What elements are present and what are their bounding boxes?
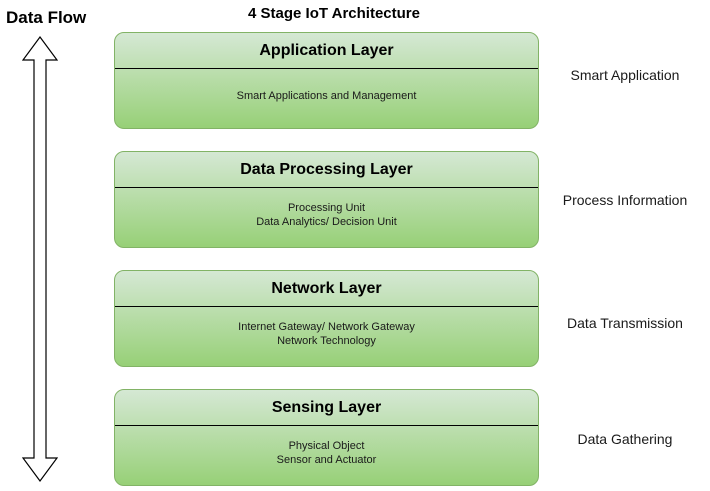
stage-label-smart-application: Smart Application — [570, 67, 680, 83]
layer-details: Smart Applications and Management — [115, 69, 538, 128]
layer-detail-line: Network Technology — [277, 334, 376, 347]
layer-detail-line: Physical Object — [288, 439, 365, 452]
layer-details: Physical Object Sensor and Actuator — [115, 426, 538, 485]
data-flow-label: Data Flow — [6, 8, 87, 27]
layer-detail-line: Smart Applications and Management — [236, 89, 417, 102]
layer-box-sensing: Sensing Layer Physical Object Sensor and… — [114, 389, 539, 486]
layer-title: Sensing Layer — [115, 390, 538, 426]
layer-box-data-processing: Data Processing Layer Processing Unit Da… — [114, 151, 539, 248]
layer-details: Processing Unit Data Analytics/ Decision… — [115, 188, 538, 247]
stage-label-data-transmission: Data Transmission — [567, 315, 683, 331]
layer-detail-line: Sensor and Actuator — [276, 453, 377, 466]
stage-label-process-information: Process Information — [562, 192, 688, 208]
layer-title: Application Layer — [115, 33, 538, 69]
layer-box-application: Application Layer Smart Applications and… — [114, 32, 539, 129]
layer-detail-line: Data Analytics/ Decision Unit — [256, 215, 397, 228]
diagram-title: 4 Stage IoT Architecture — [248, 5, 420, 22]
layer-title: Data Processing Layer — [115, 152, 538, 188]
layer-detail-line: Processing Unit — [287, 201, 366, 214]
stage-label-data-gathering: Data Gathering — [577, 431, 673, 447]
layer-title: Network Layer — [115, 271, 538, 307]
layer-details: Internet Gateway/ Network Gateway Networ… — [115, 307, 538, 366]
data-flow-double-arrow-icon — [22, 36, 58, 482]
layer-detail-line: Internet Gateway/ Network Gateway — [238, 320, 415, 333]
layer-box-network: Network Layer Internet Gateway/ Network … — [114, 270, 539, 367]
